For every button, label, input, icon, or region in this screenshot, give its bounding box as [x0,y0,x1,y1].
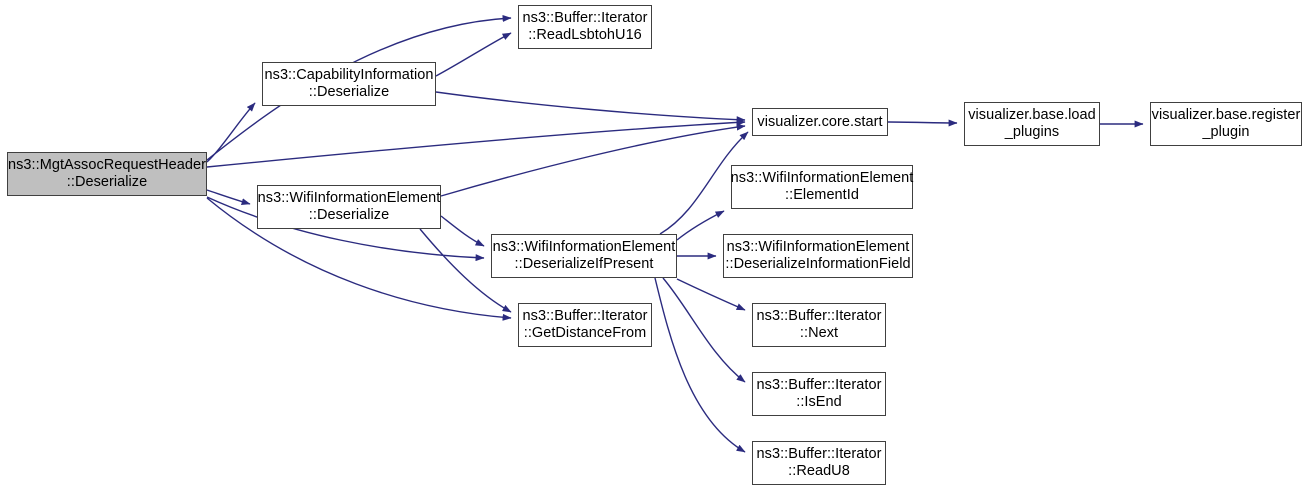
graph-node-label: visualizer.base.register _plugin [1151,107,1301,140]
graph-node-deinfofield[interactable]: ns3::WifiInformationElement ::Deserializ… [723,234,913,278]
graph-node-label: ns3::WifiInformationElement ::Deserializ… [725,239,911,272]
graph-edge-root-to-capinfo [206,102,256,163]
graph-edge-corestart-to-loadplugins [887,119,958,127]
graph-edge-capinfo-to-readlsb [435,32,512,77]
graph-node-label: ns3::WifiInformationElement ::ElementId [730,170,914,203]
graph-node-root[interactable]: ns3::MgtAssocRequestHeader ::Deserialize [7,152,207,196]
graph-edge-capinfo-to-corestart [435,91,746,124]
graph-node-readu8[interactable]: ns3::Buffer::Iterator ::ReadU8 [752,441,886,485]
graph-edge-deifpresent-to-elementid [676,210,725,241]
graph-edge-root-to-wifide [206,189,251,206]
graph-node-capinfo[interactable]: ns3::CapabilityInformation ::Deserialize [262,62,436,106]
graph-node-label: ns3::Buffer::Iterator ::ReadLsbtohU16 [522,10,648,43]
graph-node-label: ns3::WifiInformationElement ::Deserializ… [257,190,441,223]
graph-edge-root-to-corestart [206,118,746,168]
graph-node-deifpresent[interactable]: ns3::WifiInformationElement ::Deserializ… [491,234,677,278]
graph-node-label: visualizer.core.start [757,113,883,130]
graph-node-registerplugin[interactable]: visualizer.base.register _plugin [1150,102,1302,146]
graph-node-getdistance[interactable]: ns3::Buffer::Iterator ::GetDistanceFrom [518,303,652,347]
graph-node-label: ns3::Buffer::Iterator ::GetDistanceFrom [522,308,648,341]
graph-edge-wifide-to-corestart [440,123,746,197]
graph-edge-wifide-to-deifpresent [440,215,485,247]
graph-node-elementid[interactable]: ns3::WifiInformationElement ::ElementId [731,165,913,209]
graph-node-readlsb[interactable]: ns3::Buffer::Iterator ::ReadLsbtohU16 [518,5,652,49]
graph-node-corestart[interactable]: visualizer.core.start [752,108,888,136]
graph-node-label: visualizer.base.load _plugins [968,107,1096,140]
graph-node-label: ns3::WifiInformationElement ::Deserializ… [492,239,676,272]
graph-edge-deifpresent-to-isend [662,277,746,383]
graph-node-label: ns3::Buffer::Iterator ::ReadU8 [756,446,882,479]
graph-node-label: ns3::Buffer::Iterator ::IsEnd [756,377,882,410]
graph-edge-deifpresent-to-readu8 [654,277,746,453]
graph-node-label: ns3::Buffer::Iterator ::Next [756,308,882,341]
graph-node-loadplugins[interactable]: visualizer.base.load _plugins [964,102,1100,146]
graph-node-label: ns3::MgtAssocRequestHeader ::Deserialize [8,157,206,190]
graph-node-isend[interactable]: ns3::Buffer::Iterator ::IsEnd [752,372,886,416]
graph-node-label: ns3::CapabilityInformation ::Deserialize [264,67,434,100]
graph-node-next[interactable]: ns3::Buffer::Iterator ::Next [752,303,886,347]
graph-node-wifide[interactable]: ns3::WifiInformationElement ::Deserializ… [257,185,441,229]
graph-edge-deifpresent-to-next [676,278,746,311]
